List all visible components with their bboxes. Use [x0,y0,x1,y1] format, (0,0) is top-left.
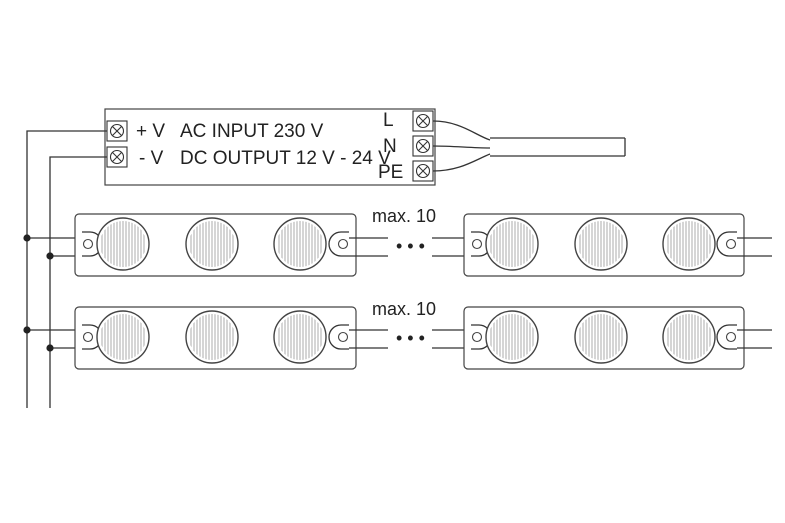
max-count-label: max. 10 [372,206,436,226]
driver-unit: + V - V AC INPUT 230 V DC OUTPUT 12 V - … [104,108,436,186]
led-lens-icon [96,310,150,364]
led-chain-1: max. 10 • • • [23,206,772,277]
junction-dot [46,252,54,260]
terminal-n-label: N [383,136,397,157]
led-lens-icon [574,310,628,364]
led-lens-icon [96,217,150,271]
minus-v-label: - V [139,148,164,169]
terminal-n-screw-icon [412,135,434,157]
led-lens-icon [185,217,239,271]
terminal-l-label: L [383,110,394,131]
junction-dot [23,326,31,334]
max-count-label: max. 10 [372,299,436,319]
led-chain-2: max. 10 • • • [23,299,772,370]
terminal-l-screw-icon [412,110,434,132]
led-lens-icon [273,217,327,271]
bus-wires [26,130,107,408]
led-lens-icon [485,217,539,271]
mains-cable [432,120,626,172]
junction-dot [46,344,54,352]
led-lens-icon [485,310,539,364]
led-module [463,213,745,277]
continuation-dots: • • • [396,328,425,348]
led-lens-icon [185,310,239,364]
ac-input-label: AC INPUT 230 V [180,121,324,142]
terminal-pe-screw-icon [412,160,434,182]
junction-dot [23,234,31,242]
led-module [74,306,357,370]
driver-minus-terminal-icon [106,146,128,168]
led-module [74,213,357,277]
driver-body [104,108,436,186]
continuation-dots: • • • [396,236,425,256]
plus-v-label: + V [136,121,165,142]
dc-output-label: DC OUTPUT 12 V - 24 V [180,148,391,169]
led-lens-icon [574,217,628,271]
led-module [463,306,745,370]
terminal-pe-label: PE [378,162,403,183]
led-lens-icon [662,217,716,271]
led-lens-icon [273,310,327,364]
driver-plus-terminal-icon [106,120,128,142]
led-lens-icon [662,310,716,364]
